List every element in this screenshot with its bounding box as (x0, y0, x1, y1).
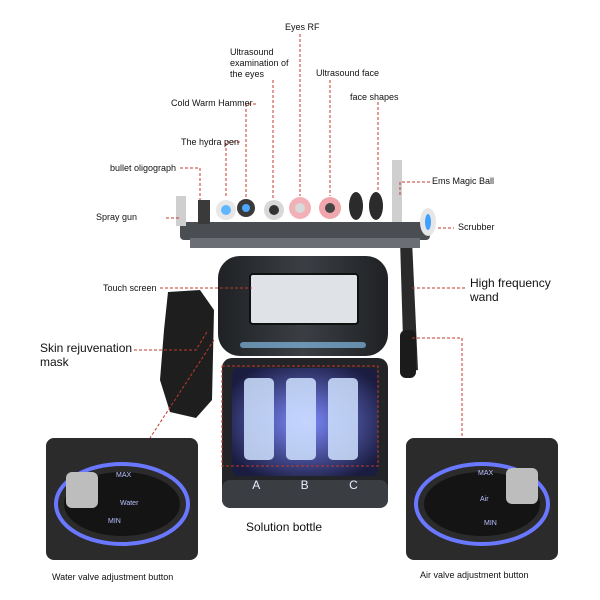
handpieces (176, 160, 436, 236)
solution-bottles (244, 378, 358, 460)
water-dial-max: MAX (116, 472, 132, 479)
label-hydra-pen: The hydra pen (181, 137, 240, 147)
leader-lines (134, 34, 466, 467)
air-dial-min: MIN (484, 520, 497, 527)
skin-mask-shape (160, 290, 214, 418)
screen-glow-strip (240, 342, 366, 348)
air-valve-dial (414, 462, 550, 546)
bottle-letters: A B C (232, 478, 378, 492)
bottle-letter-b: B (300, 478, 309, 492)
air-valve-knob[interactable] (506, 468, 538, 504)
water-dial-min: MIN (108, 518, 121, 525)
label-touch-screen: Touch screen (103, 283, 157, 293)
bottle-letter-a: A (252, 478, 261, 492)
label-cold-warm-hammer: Cold Warm Hammer (171, 98, 253, 108)
water-valve-knob[interactable] (66, 472, 98, 508)
label-eyes-rf: Eyes RF (285, 22, 320, 32)
bottle-letter-c: C (349, 478, 358, 492)
touch-screen-panel (249, 273, 359, 325)
label-skin-rejuvenation-mask: Skin rejuvenation mask (40, 341, 133, 369)
water-valve-dial (54, 462, 190, 546)
label-scrubber: Scrubber (458, 222, 495, 232)
air-dial-label: Air (480, 496, 489, 503)
cabinet-base (222, 480, 388, 508)
label-high-frequency-wand: High frequency wand (470, 276, 551, 304)
label-ultrasound-eyes: Ultrasound examination of the eyes (230, 47, 289, 79)
label-ultrasound-face: Ultrasound face (316, 68, 380, 78)
label-bullet-oligograph: bullet oligograph (110, 163, 177, 173)
label-solution-bottle: Solution bottle (246, 520, 323, 534)
label-face-shapes: face shapes (350, 92, 399, 102)
water-valve-inset: MAX Water MIN (46, 438, 198, 560)
tool-tray (180, 222, 430, 240)
air-valve-inset: MAX Air MIN (406, 438, 558, 560)
air-dial-max: MAX (478, 470, 494, 477)
label-air-valve: Air valve adjustment button (420, 570, 529, 580)
label-spray-gun: Spray gun (96, 212, 138, 222)
label-ems-magic-ball: Ems Magic Ball (432, 176, 495, 186)
wand-handle (400, 330, 416, 378)
water-dial-label: Water (120, 500, 139, 507)
tool-rack-bar (190, 238, 420, 248)
label-water-valve: Water valve adjustment button (52, 572, 174, 582)
